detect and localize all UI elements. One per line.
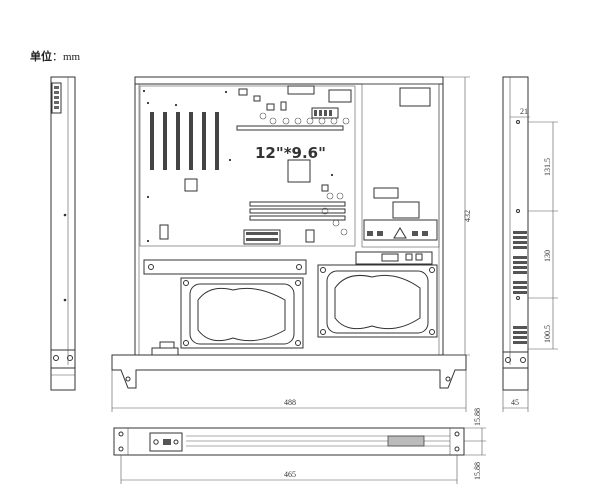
body-width-dimension: 465 (284, 470, 296, 479)
top-view: 12"*9.6" (111, 76, 472, 412)
hole-spacing-mid: 130 (543, 250, 552, 262)
hole-spacing-top: 131.5 (543, 158, 552, 176)
fan-right (317, 264, 438, 338)
fan-left (180, 277, 304, 349)
front-bottom-dimension: 15.88 (473, 462, 482, 480)
left-side-view (50, 76, 76, 391)
board-size-label: 12"*9.6" (255, 144, 326, 162)
rail-offset-dimension: 21 (520, 107, 528, 116)
front-view: 15.88 15.88 465 (113, 408, 486, 484)
hole-spacing-bottom: 100.5 (543, 325, 552, 343)
height-dimension: 45 (511, 398, 519, 407)
front-top-dimension: 15.88 (473, 408, 482, 426)
overall-width-dimension: 488 (284, 398, 296, 407)
depth-dimension: 432 (463, 210, 472, 222)
unit-label: 单位：mm (30, 50, 81, 63)
right-side-view: 21 131.5 130 100.5 45 (502, 76, 558, 412)
